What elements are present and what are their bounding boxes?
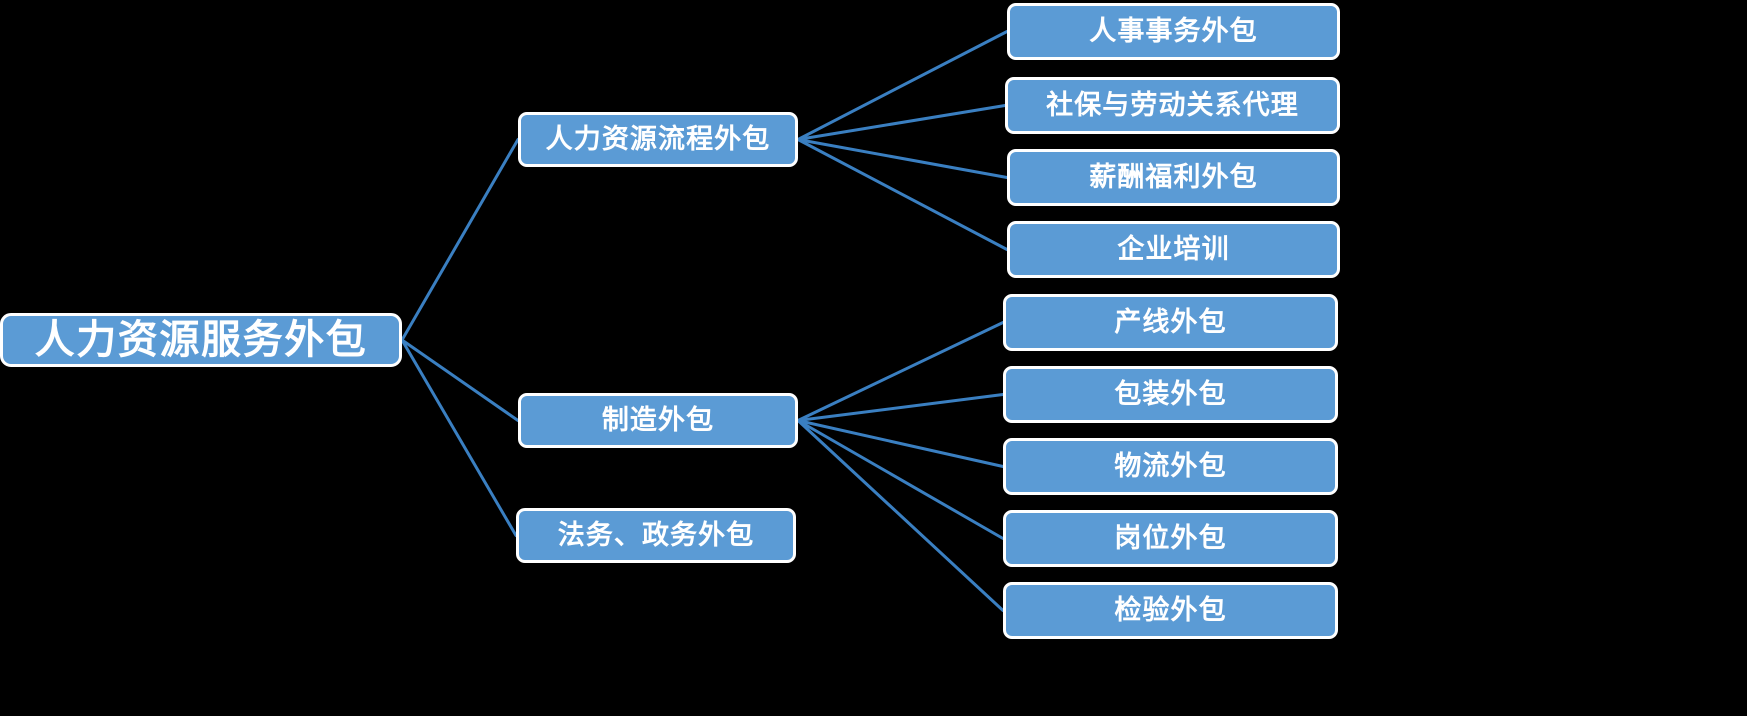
node-logistics[interactable]: 物流外包 [1003,438,1338,495]
node-manufacture[interactable]: 制造外包 [518,393,798,448]
node-inspection[interactable]: 检验外包 [1003,582,1338,639]
node-training[interactable]: 企业培训 [1007,221,1340,278]
node-packaging[interactable]: 包装外包 [1003,366,1338,423]
node-root[interactable]: 人力资源服务外包 [0,313,402,367]
node-production-line[interactable]: 产线外包 [1003,294,1338,351]
node-legal-gov[interactable]: 法务、政务外包 [516,508,796,563]
node-post[interactable]: 岗位外包 [1003,510,1338,567]
node-social-insurance[interactable]: 社保与劳动关系代理 [1005,77,1340,134]
node-hr-process[interactable]: 人力资源流程外包 [518,112,798,167]
node-compensation[interactable]: 薪酬福利外包 [1007,149,1340,206]
node-personnel-affairs[interactable]: 人事事务外包 [1007,3,1340,60]
